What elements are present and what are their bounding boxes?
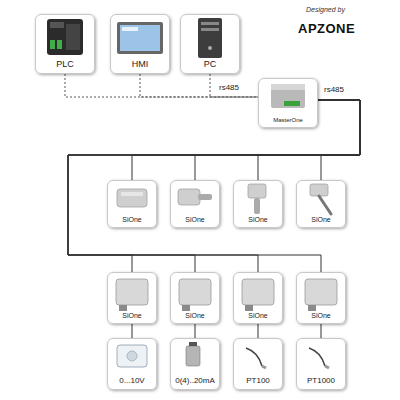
node-label: 0...10V xyxy=(119,377,144,386)
brand-logo: APZONE xyxy=(298,22,355,36)
sensor-box: SiOne xyxy=(233,180,283,228)
bus-line xyxy=(132,324,133,338)
node-label: SiOne xyxy=(248,312,267,320)
bus-line xyxy=(258,100,360,180)
dotted-bus-line xyxy=(140,74,258,97)
node-label: SiOne xyxy=(311,216,330,224)
signal-sensor-box: PT1000 xyxy=(296,338,346,390)
node-label: SiOne xyxy=(248,216,267,224)
signal-sensor-box: 0...10V xyxy=(107,338,157,390)
bus-line xyxy=(318,100,360,180)
bus-line xyxy=(195,100,360,180)
signal-sensor-box: 0(4)..20mA xyxy=(170,338,220,390)
bus-line xyxy=(68,100,360,272)
bus-line xyxy=(68,100,360,272)
converter-box: SiOne xyxy=(233,272,283,324)
dotted-bus-line xyxy=(210,74,258,97)
system-box: HMI xyxy=(110,14,170,74)
node-label: 0(4)..20mA xyxy=(175,377,215,386)
node-label: PC xyxy=(204,60,217,70)
designer-note: Designed by xyxy=(306,6,345,14)
sensor-box: SiOne xyxy=(296,180,346,228)
node-label: SiOne xyxy=(185,216,204,224)
signal-sensor-box: PT100 xyxy=(233,338,283,390)
node-label: HMI xyxy=(132,60,149,70)
node-label: PLC xyxy=(56,60,74,70)
bus-line xyxy=(68,100,360,272)
node-label: SiOne xyxy=(311,312,330,320)
sensor-box: SiOne xyxy=(170,180,220,228)
bus-line xyxy=(132,100,360,180)
node-label: PT1000 xyxy=(307,377,335,386)
system-box: PLC xyxy=(35,14,95,74)
dotted-bus-line xyxy=(65,74,258,97)
bus-line xyxy=(68,100,360,272)
master-module-box: MasterOne xyxy=(258,78,318,128)
node-label: PT100 xyxy=(246,377,270,386)
converter-box: SiOne xyxy=(296,272,346,324)
node-label: SiOne xyxy=(122,216,141,224)
bus-line xyxy=(321,324,322,338)
node-label: SiOne xyxy=(185,312,204,320)
bus-label: rs485 xyxy=(218,84,240,93)
bus-line xyxy=(258,324,259,338)
converter-box: SiOne xyxy=(107,272,157,324)
bus-line xyxy=(195,324,196,338)
node-label: SiOne xyxy=(122,312,141,320)
system-box: PC xyxy=(180,14,240,74)
bus-label: rs485 xyxy=(323,86,345,95)
converter-box: SiOne xyxy=(170,272,220,324)
sensor-box: SiOne xyxy=(107,180,157,228)
node-label: MasterOne xyxy=(273,117,303,124)
